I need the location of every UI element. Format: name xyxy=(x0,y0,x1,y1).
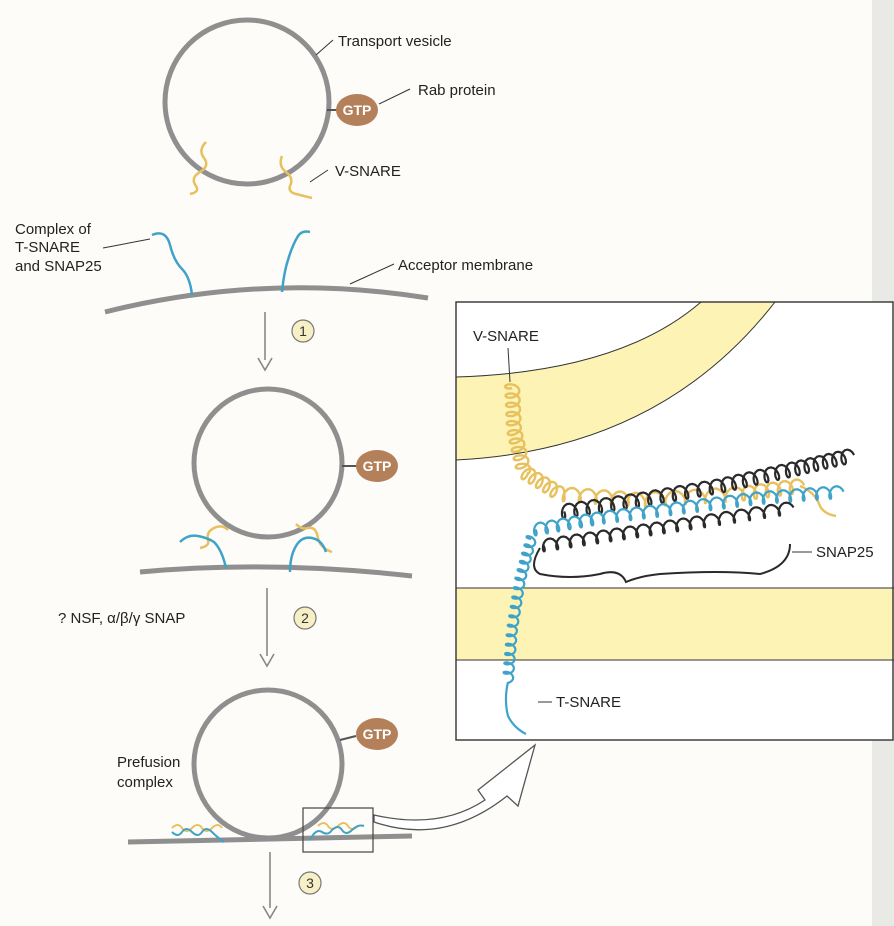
acceptor-leader xyxy=(350,264,394,284)
inset-snap25-label: SNAP25 xyxy=(816,544,874,561)
vesicle-leader xyxy=(316,40,333,55)
prefusion-label-line2: complex xyxy=(117,774,173,791)
inset-v-snare-label: V-SNARE xyxy=(473,328,539,345)
transport-vesicle-label: Transport vesicle xyxy=(338,33,452,50)
stage3-vesicle xyxy=(194,690,342,838)
step1-arrow: 1 xyxy=(258,312,314,370)
zoom-box xyxy=(303,808,373,852)
transport-vesicle xyxy=(165,20,329,184)
stage2-group: GTP xyxy=(140,389,412,576)
stage1-vesicle-group: GTP Transport vesicle Rab protein V-SNAR… xyxy=(165,20,496,198)
inset-target-band xyxy=(456,588,894,660)
step3-number: 3 xyxy=(306,875,314,891)
stage3-gtp-label: GTP xyxy=(363,726,392,742)
step2-number: 2 xyxy=(301,610,309,626)
prefusion-label-line1: Prefusion xyxy=(117,754,180,771)
stage2-t-snare-left xyxy=(180,536,226,568)
stage3-coil-left xyxy=(172,825,222,831)
complex-label-line1: Complex of xyxy=(15,221,92,238)
acceptor-membrane xyxy=(105,288,428,312)
complex-leader xyxy=(103,239,150,248)
acceptor-membrane-label: Acceptor membrane xyxy=(398,257,533,274)
t-snare-strand-right xyxy=(282,232,310,293)
step1-number: 1 xyxy=(299,323,307,339)
stage2-membrane xyxy=(140,567,412,576)
gtp-label: GTP xyxy=(343,102,372,118)
step3-arrow: 3 xyxy=(263,852,321,918)
stage1-acceptor-group: Complex of T-SNARE and SNAP25 Acceptor m… xyxy=(15,221,533,312)
inset-panel: V-SNARE SNAP25 T-SNARE xyxy=(456,302,894,740)
step2-arrow: ? NSF, α/β/γ SNAP 2 xyxy=(58,588,316,666)
stage3-coil-right xyxy=(318,823,358,829)
rab-protein-label: Rab protein xyxy=(418,82,496,99)
v-snare-label: V-SNARE xyxy=(335,163,401,180)
complex-label-line3: and SNAP25 xyxy=(15,258,102,275)
v-snare-leader xyxy=(310,170,328,182)
inset-t-snare-label: T-SNARE xyxy=(556,694,621,711)
t-snare-strand-left xyxy=(152,233,192,295)
complex-label-line2: T-SNARE xyxy=(15,239,80,256)
zoom-arrow xyxy=(374,745,535,830)
stage2-gtp-label: GTP xyxy=(363,458,392,474)
stage3-rab-linker xyxy=(340,736,356,740)
stage3-membrane xyxy=(128,836,412,842)
nsf-snap-label: ? NSF, α/β/γ SNAP xyxy=(58,610,185,627)
rab-leader xyxy=(379,89,410,104)
stage2-vesicle xyxy=(194,389,342,537)
